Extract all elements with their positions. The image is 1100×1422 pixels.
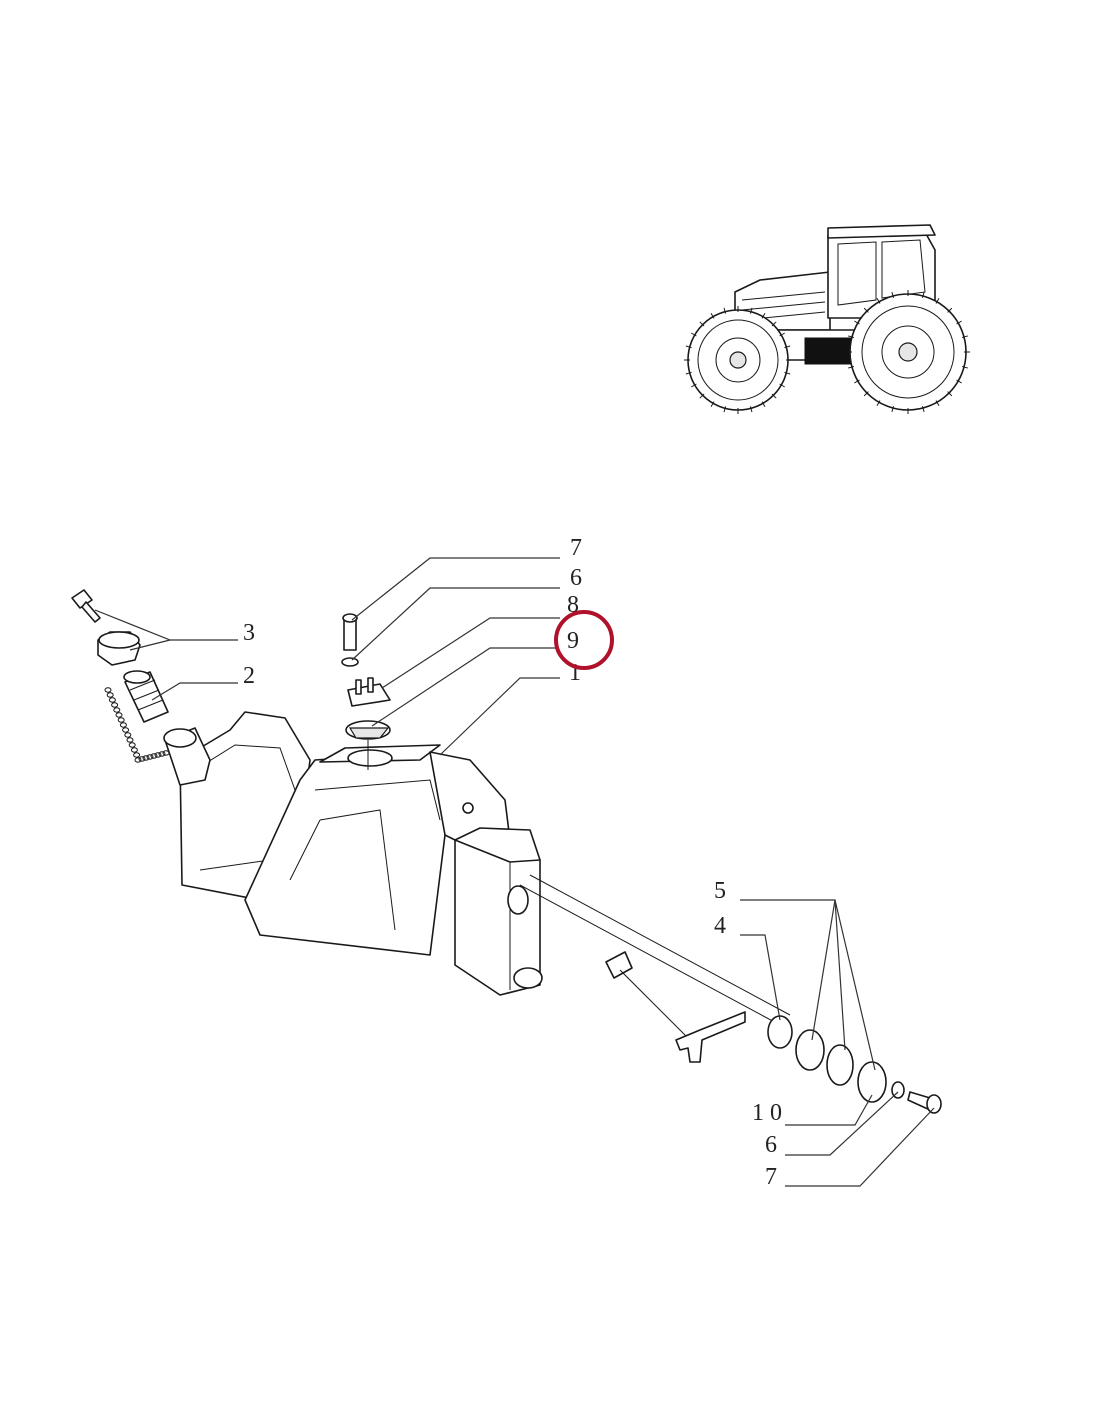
chain-link <box>134 757 142 763</box>
filler-cap-assembly <box>71 589 170 763</box>
chain-link <box>138 756 146 762</box>
callout-labels: 7 6 8 9 1 3 2 5 4 1 0 6 7 <box>243 535 782 1190</box>
tire-tread-mark <box>749 307 753 314</box>
chain-link <box>115 712 123 718</box>
chain-link <box>119 722 127 728</box>
chain-link <box>158 751 166 757</box>
chain-link <box>133 752 141 758</box>
tire-tread-mark <box>947 391 953 397</box>
tire-tread-mark <box>935 298 940 304</box>
tire-tread-mark <box>847 366 855 369</box>
tire-tread-mark <box>891 405 894 413</box>
tire-tread-mark <box>847 335 855 338</box>
tire-tread-mark <box>922 405 925 413</box>
tire-tread-mark <box>771 321 777 327</box>
chain-link <box>142 755 150 761</box>
tire-tread-mark <box>876 298 881 304</box>
tire-tread-mark <box>947 307 953 313</box>
tire-tread-mark <box>761 401 766 408</box>
tire-tread-mark <box>956 320 962 325</box>
sender-unit-top <box>341 613 391 770</box>
chain-link <box>150 753 158 759</box>
callout-3: 3 <box>243 620 255 646</box>
callout-10: 1 0 <box>752 1100 782 1126</box>
chain-link <box>128 742 136 748</box>
callout-4: 4 <box>714 913 726 939</box>
tire-tread-mark <box>784 345 791 349</box>
tire-tread-mark <box>690 383 697 388</box>
tire-tread-mark <box>779 383 786 388</box>
tractor-thumbnail <box>684 224 970 414</box>
tire-tread-mark <box>854 320 860 325</box>
tire-tread-mark <box>723 406 727 413</box>
tire-tread-mark <box>685 371 692 375</box>
tire-tread-mark <box>854 379 860 384</box>
tire-tread-mark <box>749 406 753 413</box>
chain-link <box>146 754 154 760</box>
fuel-tank <box>163 711 543 996</box>
chain-link <box>106 692 114 698</box>
tire-tread-mark <box>699 393 705 399</box>
tire-tread-mark <box>922 291 925 299</box>
chain-link <box>130 747 138 753</box>
chain-link <box>126 737 134 743</box>
chain-link <box>162 750 170 756</box>
tire-tread-mark <box>771 393 777 399</box>
leader-lines <box>94 557 935 1187</box>
tire-tread-mark <box>690 332 697 337</box>
tire-tread-mark <box>961 366 969 369</box>
callout-7-bottom: 7 <box>765 1164 777 1190</box>
tire-tread-mark <box>876 400 881 406</box>
tire-tread-mark <box>956 379 962 384</box>
callout-7-top: 7 <box>570 535 582 561</box>
callout-5: 5 <box>714 878 726 904</box>
tire-tread-mark <box>784 371 791 375</box>
chain-link <box>124 732 132 738</box>
chain-link <box>108 697 116 703</box>
callout-6-bottom: 6 <box>765 1132 777 1158</box>
chain-link <box>122 727 130 733</box>
callout-9: 9 <box>567 628 579 654</box>
tire-tread-mark <box>891 291 894 299</box>
tire-tread-mark <box>710 312 715 319</box>
tire-tread-mark <box>863 307 869 313</box>
tire-tread-mark <box>685 345 692 349</box>
chain-link <box>154 752 162 758</box>
tire-tread-mark <box>863 391 869 397</box>
tire-tread-mark <box>723 307 727 314</box>
chain-link <box>113 707 121 713</box>
callout-6-top: 6 <box>570 565 582 591</box>
tire-tread-mark <box>761 312 766 319</box>
tire-tread-mark <box>779 332 786 337</box>
chain-link <box>104 687 112 693</box>
tire-tread-mark <box>699 321 705 327</box>
highlight-circle <box>554 610 614 670</box>
chain-link <box>117 717 125 723</box>
tire-tread-mark <box>961 335 969 338</box>
level-sender-arm <box>519 874 942 1114</box>
chain-link <box>111 702 119 708</box>
tire-tread-mark <box>710 401 715 408</box>
callout-2: 2 <box>243 663 255 689</box>
tire-tread-mark <box>935 400 940 406</box>
